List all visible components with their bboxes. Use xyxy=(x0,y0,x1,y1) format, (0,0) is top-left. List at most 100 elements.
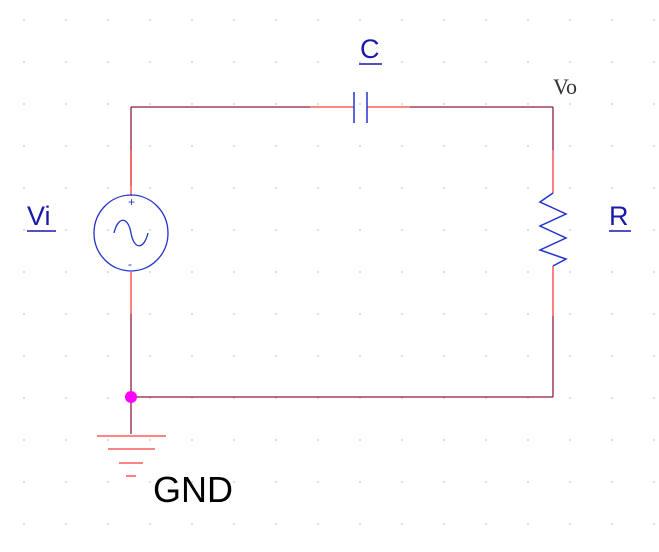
grid-dot xyxy=(317,145,319,147)
grid-dot xyxy=(149,61,151,63)
grid-dot xyxy=(653,313,655,315)
grid-dot xyxy=(401,313,403,315)
grid-dot xyxy=(359,271,361,273)
grid-dot xyxy=(359,61,361,63)
source-body xyxy=(93,194,169,272)
grid-dot xyxy=(191,439,193,441)
output-node-label[interactable]: Vo xyxy=(553,74,577,99)
capacitor-ref-label[interactable]: C xyxy=(360,34,380,64)
grid-dot xyxy=(107,271,109,273)
source-minus-sign: - xyxy=(128,257,132,271)
grid-dot xyxy=(401,271,403,273)
grid-dot xyxy=(653,19,655,21)
grid-dot xyxy=(149,187,151,189)
grid-dot xyxy=(611,313,613,315)
grid-dot xyxy=(107,103,109,105)
grid-dot xyxy=(401,187,403,189)
grid-dot xyxy=(233,103,235,105)
grid-dot xyxy=(149,355,151,357)
grid-dot xyxy=(443,187,445,189)
grid-dot xyxy=(485,439,487,441)
grid-dot xyxy=(23,19,25,21)
grid-dot xyxy=(191,145,193,147)
grid-dot xyxy=(359,229,361,231)
grid-dot xyxy=(107,481,109,483)
grid-dot xyxy=(569,313,571,315)
grid-dot xyxy=(107,187,109,189)
grid-dot xyxy=(317,523,319,525)
grid-dot xyxy=(611,355,613,357)
grid-dot xyxy=(569,145,571,147)
source-ref-label[interactable]: Vi xyxy=(27,201,51,231)
grid-dot xyxy=(149,481,151,483)
grid-dot xyxy=(191,355,193,357)
grid-dot xyxy=(23,103,25,105)
grid-dot xyxy=(401,145,403,147)
grid-dot xyxy=(569,19,571,21)
ground-symbol[interactable] xyxy=(97,435,166,477)
resistor[interactable] xyxy=(537,150,568,316)
grid-dot xyxy=(653,481,655,483)
grid-dot xyxy=(611,103,613,105)
grid-dot xyxy=(107,61,109,63)
grid-dot xyxy=(653,61,655,63)
sine-wave-icon xyxy=(113,219,149,247)
grid-dot xyxy=(485,145,487,147)
junction-dot[interactable] xyxy=(125,391,137,403)
grid-dot xyxy=(107,439,109,441)
grid-dot xyxy=(191,229,193,231)
grid-dot xyxy=(233,229,235,231)
resistor-ref-label[interactable]: R xyxy=(609,201,629,231)
grid-dot xyxy=(317,355,319,357)
wires xyxy=(130,106,554,434)
capacitor[interactable] xyxy=(310,92,410,123)
grid-dot xyxy=(233,61,235,63)
grid-dot xyxy=(401,355,403,357)
grid-dot xyxy=(149,19,151,21)
grid-dot xyxy=(191,523,193,525)
grid-dot xyxy=(191,481,193,483)
grid-dot xyxy=(317,271,319,273)
grid-dot xyxy=(485,355,487,357)
grid-dot xyxy=(611,481,613,483)
grid-dot xyxy=(653,523,655,525)
grid-dot xyxy=(65,19,67,21)
grid-dot xyxy=(191,313,193,315)
grid-dot xyxy=(107,19,109,21)
grid-dot xyxy=(359,103,361,105)
grid-dot xyxy=(485,229,487,231)
grid-dot xyxy=(65,523,67,525)
grid-dot xyxy=(317,103,319,105)
grid-dot xyxy=(611,397,613,399)
grid-dot xyxy=(527,313,529,315)
grid-dot xyxy=(569,523,571,525)
grid-dot xyxy=(527,439,529,441)
grid-dot xyxy=(653,103,655,105)
ac-source[interactable]: + - xyxy=(93,150,169,314)
grid-dot xyxy=(401,439,403,441)
grid-dot xyxy=(23,397,25,399)
grid-dot xyxy=(275,229,277,231)
grid-dot xyxy=(401,523,403,525)
grid-dot xyxy=(653,271,655,273)
grid-dot xyxy=(149,229,151,231)
grid-dot xyxy=(569,481,571,483)
grid-dot xyxy=(233,271,235,273)
grid-dot xyxy=(149,271,151,273)
grid-dot xyxy=(65,397,67,399)
grid-dot xyxy=(527,61,529,63)
grid-dot xyxy=(611,187,613,189)
grid-dot xyxy=(359,439,361,441)
ground-label[interactable]: GND xyxy=(153,469,233,510)
grid-dot xyxy=(527,355,529,357)
grid-dot xyxy=(275,61,277,63)
grid-dot xyxy=(149,313,151,315)
grid-dot xyxy=(275,103,277,105)
grid-dot xyxy=(527,19,529,21)
grid-dot xyxy=(443,229,445,231)
grid-dot xyxy=(485,61,487,63)
grid-dot xyxy=(317,187,319,189)
grid-dot xyxy=(233,523,235,525)
